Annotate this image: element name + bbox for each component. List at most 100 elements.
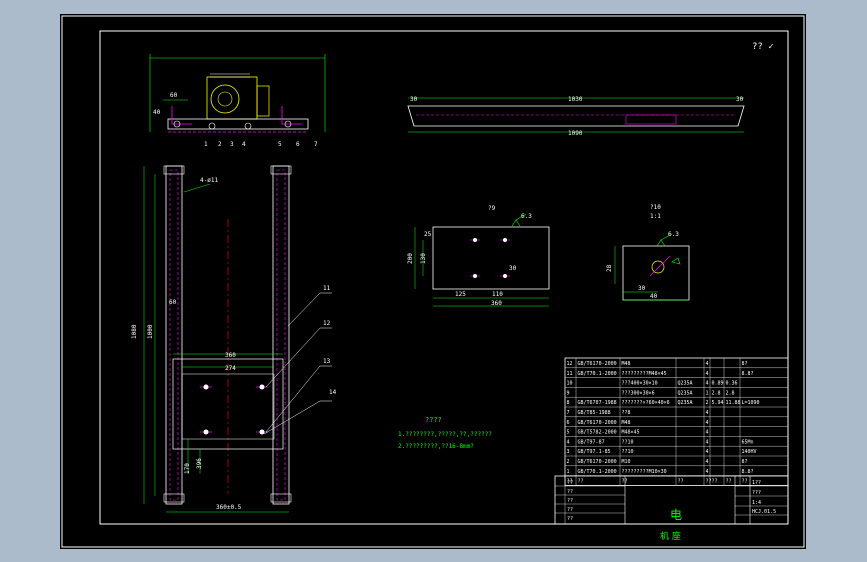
svg-text:???: ??? xyxy=(752,490,761,496)
bom-cell: ???????×?60×40×6 xyxy=(622,400,670,406)
cad-viewport[interactable]: ?? ✓ 60 40 1 2 3 4 5 6 xyxy=(60,14,806,549)
bom-cell: ??10 xyxy=(622,439,634,445)
svg-text:?9: ?9 xyxy=(488,205,496,212)
bom-cell: M10 xyxy=(622,459,631,465)
svg-text:6.3: 6.3 xyxy=(521,213,532,220)
svg-text:?10: ?10 xyxy=(650,204,661,211)
bom-cell: M48×45 xyxy=(622,430,640,436)
svg-text:130: 130 xyxy=(420,253,427,264)
plate-view: ?9 6.3 200 130 25 125 110 360 30 xyxy=(407,205,550,307)
bom-cell: 140HV xyxy=(742,449,757,455)
svg-text:4-ø11: 4-ø11 xyxy=(200,177,218,184)
bom-cell: 9 xyxy=(567,390,570,396)
bom-cell: Q235A xyxy=(678,400,693,406)
bom-cell: ?????????M10×30 xyxy=(622,469,667,475)
svg-text:6: 6 xyxy=(296,141,300,148)
svg-text:13: 13 xyxy=(323,358,331,365)
svg-text:电: 电 xyxy=(670,508,682,522)
svg-text:1??: 1?? xyxy=(752,480,761,486)
svg-text:2.?????????,??16-8mm?: 2.?????????,??16-8mm? xyxy=(398,443,474,450)
bom-cell: 10 xyxy=(567,381,573,387)
svg-text:25: 25 xyxy=(424,231,432,238)
svg-text:7: 7 xyxy=(314,141,318,148)
svg-text:360: 360 xyxy=(491,300,502,307)
svg-text:110: 110 xyxy=(492,291,503,298)
bom-cell: M48 xyxy=(622,361,631,367)
rail-view: 30 1030 30 1090 xyxy=(407,96,745,137)
bom-cell: 1 xyxy=(567,469,570,475)
bom-cell: ?? xyxy=(567,479,573,485)
bom-cell: 4 xyxy=(706,361,709,367)
bom-cell: GB/T85-1988 xyxy=(578,410,611,416)
bom-cell: 4 xyxy=(706,420,709,426)
bom-cell: GB/T97-87 xyxy=(578,439,605,445)
tech-notes: ???? 1.????????,?????,??,?????? 2.??????… xyxy=(398,416,492,450)
bom-cell: GB/T97.1-85 xyxy=(578,449,611,455)
svg-text:11: 11 xyxy=(323,285,331,292)
bom-cell: 8.8? xyxy=(742,469,754,475)
bom-cell: 8 xyxy=(567,400,570,406)
bom-cell: 4 xyxy=(706,469,709,475)
bom-cell: 5.94 xyxy=(712,400,724,406)
bom-cell: Q235A xyxy=(678,390,693,396)
check-mark: ?? ✓ xyxy=(752,42,774,52)
svg-text:机 座: 机 座 xyxy=(660,530,681,542)
svg-text:60: 60 xyxy=(169,299,177,306)
small-view: ?10 1:1 6.3 28 30 40 xyxy=(606,204,690,301)
bom-cell: 7 xyxy=(567,410,570,416)
svg-text:396: 396 xyxy=(196,458,203,469)
bom-cell: ??10 xyxy=(622,449,634,455)
bom-cell: 11.88 xyxy=(726,400,741,406)
top-view: 60 40 1 2 3 4 5 6 7 xyxy=(149,54,326,148)
bom-cell: ???400×30×10 xyxy=(622,381,658,387)
bom-cell: 5 xyxy=(567,430,570,436)
svg-text:30: 30 xyxy=(410,96,418,103)
svg-text:5: 5 xyxy=(278,141,282,148)
bom-cell: 4 xyxy=(706,410,709,416)
bom-cell: GB/T70.1-2000 xyxy=(578,371,617,377)
svg-text:30: 30 xyxy=(736,96,744,103)
bom-cell: GB/T6707-1988 xyxy=(578,400,617,406)
front-view: 1080 1000 60 360 274 170 396 360±0.5 4-ø… xyxy=(131,165,337,513)
bom-cell: ?? xyxy=(678,479,684,485)
svg-text:200: 200 xyxy=(407,253,414,264)
bom-cell: 2.8 xyxy=(712,390,721,396)
svg-text:1000: 1000 xyxy=(147,324,154,339)
svg-text:??: ?? xyxy=(567,507,573,513)
bom-cell: ?? xyxy=(726,479,732,485)
bom-cell: M48 xyxy=(622,420,631,426)
bom-cell: GB/T70.1-2000 xyxy=(578,469,617,475)
svg-text:??: ?? xyxy=(567,498,573,504)
svg-text:360: 360 xyxy=(225,352,236,359)
svg-text:274: 274 xyxy=(225,365,236,372)
bom-cell: ??8 xyxy=(622,410,631,416)
bom-cell: 8? xyxy=(742,361,748,367)
svg-text:????: ???? xyxy=(425,416,442,424)
svg-text:1.????????,?????,??,??????: 1.????????,?????,??,?????? xyxy=(398,431,492,438)
bom-cell: ?? xyxy=(622,479,628,485)
svg-text:1080: 1080 xyxy=(131,324,138,339)
bom-cell: GB/T6170-2000 xyxy=(578,361,617,367)
bom-cell: ?? xyxy=(578,479,584,485)
bom-cell: 2 xyxy=(706,400,709,406)
svg-text:??: ?? xyxy=(567,516,573,522)
bom-header-row: ???????????????? xyxy=(567,479,748,485)
bom-cell: GB/T6170-2000 xyxy=(578,459,617,465)
drawing-canvas: ?? ✓ 60 40 1 2 3 4 5 6 xyxy=(61,15,805,548)
svg-text:??: ?? xyxy=(567,480,573,486)
svg-text:60: 60 xyxy=(170,92,178,99)
svg-text:1:1: 1:1 xyxy=(650,213,661,220)
bom-cell: 11 xyxy=(567,371,573,377)
bom-row: 1 GB/T70.1-2000 ?????????M10×30 4 8.8? xyxy=(567,469,754,475)
bom-cell: GB/T6170-2000 xyxy=(578,420,617,426)
svg-text:1:4: 1:4 xyxy=(752,500,761,506)
